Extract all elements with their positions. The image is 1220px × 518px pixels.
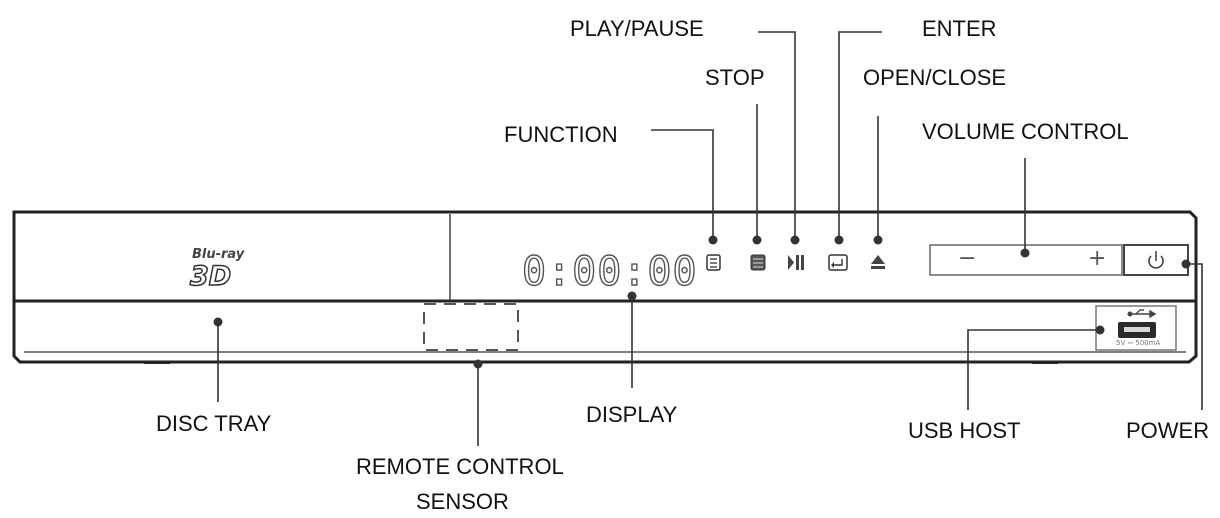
bluray-logo-top: Blu-ray bbox=[192, 247, 245, 262]
bluray-logo-3d: 3D bbox=[189, 261, 232, 292]
label-enter: ENTER bbox=[922, 16, 997, 41]
label-usb-host: USB HOST bbox=[908, 418, 1021, 443]
play-pause-icon[interactable] bbox=[788, 255, 804, 270]
display-readout: 0:00:00 bbox=[521, 249, 698, 295]
volume-control-panel bbox=[929, 244, 1123, 276]
label-function: FUNCTION bbox=[504, 122, 618, 147]
leader-function bbox=[651, 129, 714, 240]
remote-sensor-window bbox=[423, 303, 519, 351]
leader-play-pause bbox=[758, 31, 796, 240]
function-icon[interactable] bbox=[706, 254, 721, 271]
volume-minus-button[interactable]: − bbox=[958, 246, 977, 271]
leader-usb-host bbox=[967, 329, 1100, 410]
label-remote-sensor-line1: REMOTE CONTROL bbox=[356, 454, 564, 479]
label-display: DISPLAY bbox=[586, 402, 678, 427]
usb-icon bbox=[1127, 309, 1157, 319]
label-volume-control: VOLUME CONTROL bbox=[922, 119, 1129, 144]
leader-dots bbox=[213, 235, 1191, 369]
volume-plus-button[interactable]: + bbox=[1088, 246, 1107, 271]
label-remote-sensor-line2: SENSOR bbox=[416, 489, 509, 514]
label-power: POWER bbox=[1126, 418, 1210, 443]
leader-lines bbox=[217, 31, 1203, 446]
leader-power bbox=[1186, 263, 1203, 410]
power-icon[interactable] bbox=[1148, 251, 1164, 269]
label-open-close: OPEN/CLOSE bbox=[863, 65, 1007, 90]
eject-icon[interactable] bbox=[871, 255, 885, 269]
leader-enter bbox=[838, 31, 882, 240]
usb-caption: 5V ⎓ 500mA bbox=[1116, 339, 1161, 347]
stop-icon[interactable] bbox=[750, 254, 766, 271]
label-disc-tray: DISC TRAY bbox=[156, 411, 272, 436]
label-stop: STOP bbox=[705, 65, 765, 90]
enter-icon[interactable] bbox=[828, 254, 848, 271]
label-play-pause: PLAY/PAUSE bbox=[570, 16, 704, 41]
player-body-outline bbox=[12, 210, 1198, 364]
